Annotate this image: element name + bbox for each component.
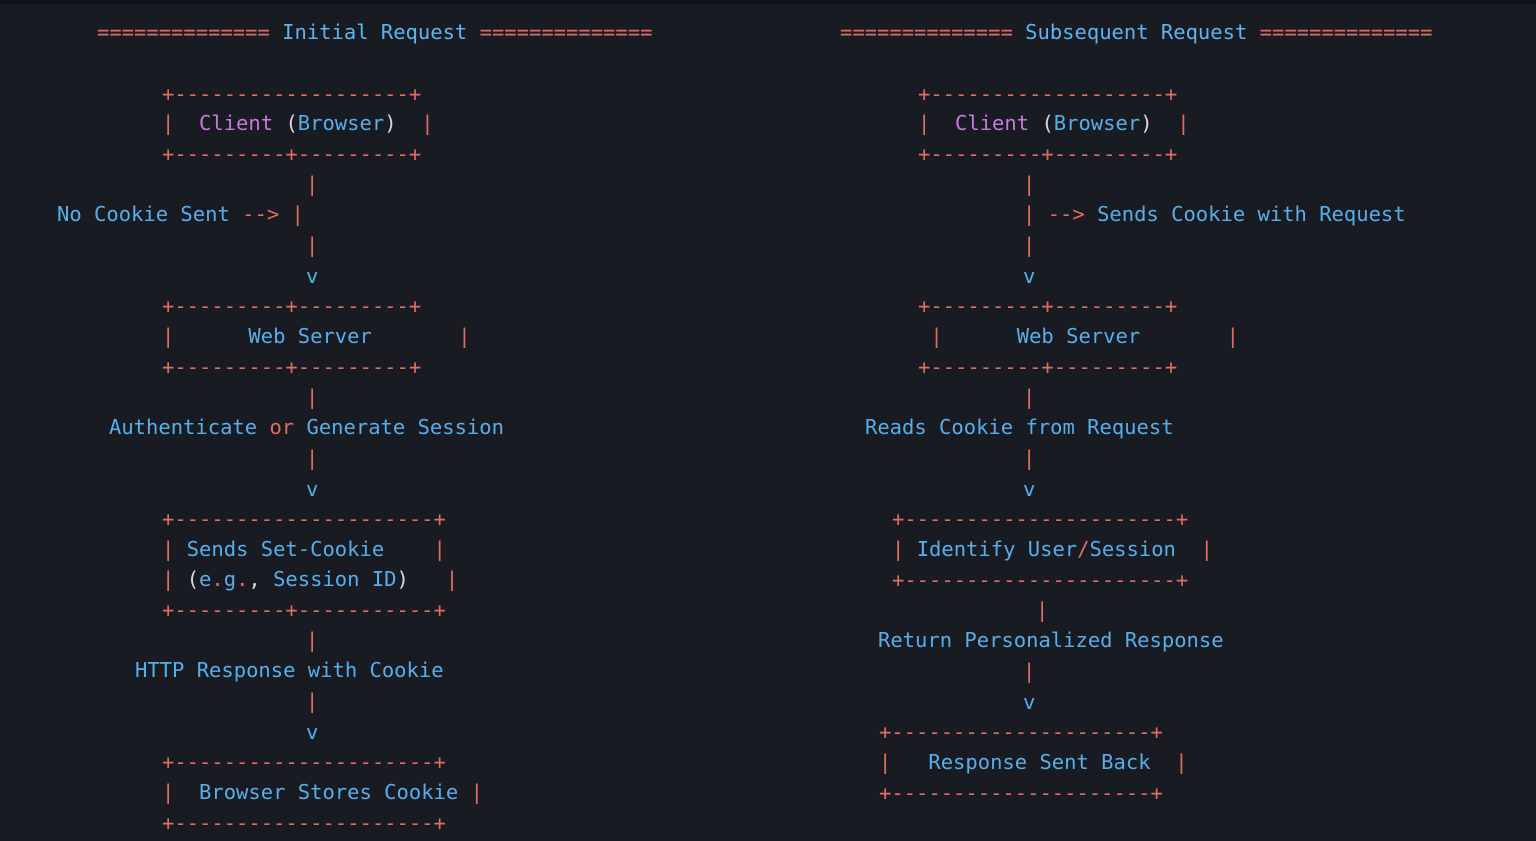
eg-e: e [199,567,212,591]
box-row: | Web Server | [162,324,471,348]
connector-line: | [306,689,319,713]
connector-line: | [1036,598,1049,622]
box-border-top: +-------------------+ [162,82,422,106]
subsequent-title: Subsequent Request [1025,20,1248,44]
box-border-top: +---------------------+ [162,750,446,774]
initial-title-row: ============== Initial Request =========… [97,20,653,44]
subsequent-title-row: ============== Subsequent Request ======… [840,20,1433,44]
connector-line: | [306,233,319,257]
box-border-top: +-------------------+ [918,82,1178,106]
connector-line: | [306,385,319,409]
box-border-top: +---------+---------+ [162,294,422,318]
http-response-label: HTTP Response with Cookie [135,658,444,682]
box-border-top: +---------------------+ [879,720,1163,744]
arrow-head: v [1023,264,1036,288]
no-cookie-row: No Cookie Sent --> | [57,202,304,226]
box-border-bottom: +---------------------+ [879,781,1163,805]
box-border-bottom: +---------+---------+ [162,355,422,379]
browser-label: Browser [1053,111,1141,135]
box-row: | (e.g., Session ID) | [162,567,459,591]
connector-line: | [306,172,319,196]
initial-request-diagram: ============== Initial Request =========… [57,20,653,835]
authenticate-row: Authenticate or Generate Session [109,412,504,442]
arrow-head: v [306,720,319,744]
session-label: Session [1089,537,1176,561]
or-keyword: or [269,415,295,439]
box-row: | Client (Browser) | [918,111,1190,135]
box-row: | Response Sent Back | [879,750,1188,774]
box-border-bottom: +---------+---------+ [918,142,1178,166]
box-row: | Browser Stores Cookie | [162,780,483,804]
subsequent-request-diagram: ============== Subsequent Request ======… [768,0,1536,841]
box-border-bottom: +---------+---------+ [162,142,422,166]
connector-line: | [306,628,319,652]
arrow-head: v [306,477,319,501]
window-top-edge [0,0,1536,4]
web-server-label: Web Server [1016,324,1141,348]
sends-cookie-row: | --> Sends Cookie with Request [1023,202,1406,226]
identify-user-label: Identify User [916,537,1078,561]
client-label: Client [199,111,274,135]
box-border-bottom: +---------------------+ [162,811,446,835]
box-row: | Client (Browser) | [162,111,434,135]
sends-cookie-label: Sends Cookie with Request [1097,202,1406,226]
box-row: | Identify User/Session | [892,537,1213,561]
reads-cookie-label: Reads Cookie from Request [865,415,1174,439]
connector-line: | [306,446,319,470]
box-border-bottom: +---------+---------+ [918,355,1178,379]
connector-line: | [1023,233,1036,257]
box-border-top: +---------------------+ [162,507,446,531]
browser-stores-label: Browser Stores Cookie [199,780,459,804]
box-border-bottom: +---------+-----------+ [162,598,446,622]
box-border-top: +----------------------+ [892,507,1189,531]
personalized-response-label: Return Personalized Response [878,628,1224,652]
no-cookie-label: No Cookie Sent [57,202,230,226]
arrow-head: v [306,264,319,288]
set-cookie-label: Sends Set-Cookie [186,537,385,561]
connector-line: | [1023,385,1036,409]
session-id-label: Session ID [273,567,397,591]
box-border-top: +---------+---------+ [918,294,1178,318]
browser-label: Browser [297,111,385,135]
initial-title: Initial Request [282,20,468,44]
connector-line: | [1023,172,1036,196]
response-sent-back-label: Response Sent Back [928,750,1151,774]
box-row: | Sends Set-Cookie | [162,537,446,561]
web-server-label: Web Server [248,324,372,348]
client-label: Client [955,111,1030,135]
connector-line: | [1023,659,1036,683]
connector-line: | [1023,446,1036,470]
box-row: | Web Server | [930,324,1239,348]
arrow-head: v [1023,477,1036,501]
authenticate-text: Authenticate [109,415,258,439]
arrow-head: v [1023,690,1036,714]
generate-session-text: Generate Session [306,415,504,439]
box-border-bottom: +----------------------+ [892,568,1189,592]
eg-g: g [223,567,237,591]
